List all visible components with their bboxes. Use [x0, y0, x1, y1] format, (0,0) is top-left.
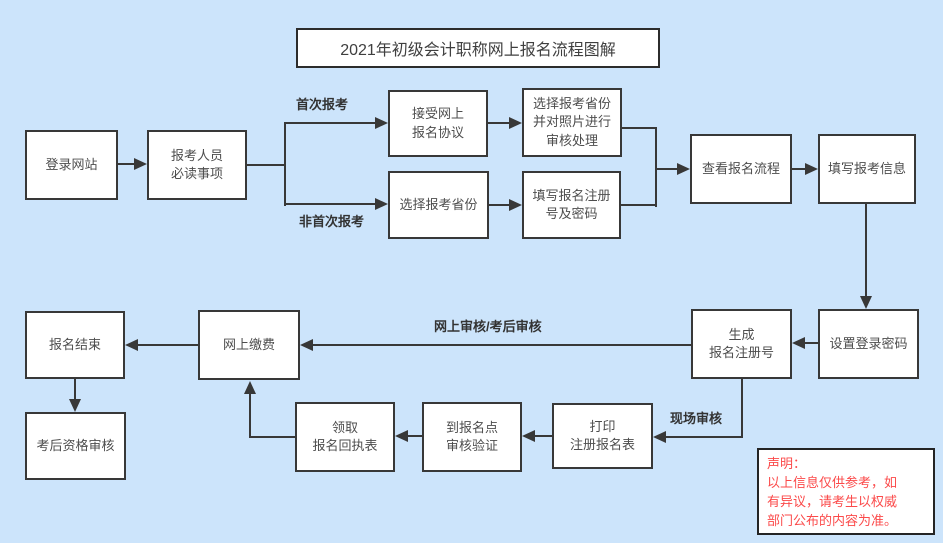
line-branch-to-agreement [284, 122, 376, 124]
node-print-reg-form: 打印 注册报名表 [552, 403, 653, 469]
line-receipt-out [249, 436, 295, 438]
line-province-photo-out [622, 127, 657, 129]
disclaimer-heading: 声明： [767, 456, 807, 471]
line-genreg-to-payment [312, 344, 691, 346]
node-province-photo-check: 选择报考省份 并对照片进行 审核处理 [522, 88, 622, 157]
arrowhead-to-genreg [792, 337, 805, 349]
arrowhead-to-regnumber [509, 199, 522, 211]
edge-label-online-review: 网上审核/考后审核 [434, 319, 542, 334]
line-branch-vertical [284, 122, 286, 206]
line-viewflow-to-fillinfo [792, 168, 806, 170]
disclaimer-box: 声明： 以上信息仅供参考，如 有异议，请考生以权威 部门公布的内容为准。 [757, 448, 935, 535]
node-login-website: 登录网站 [25, 130, 118, 200]
node-set-login-password: 设置登录密码 [818, 309, 919, 379]
node-online-payment: 网上缴费 [198, 310, 300, 380]
line-printform-to-verify [534, 435, 552, 437]
node-reg-number-password: 填写报名注册 号及密码 [522, 171, 621, 239]
disclaimer-body: 以上信息仅供参考，如 有异议，请考生以权威 部门公布的内容为准。 [767, 474, 898, 528]
arrowhead-to-payment [300, 339, 313, 351]
arrowhead-to-province-photo [509, 117, 522, 129]
node-select-province: 选择报考省份 [388, 171, 489, 239]
node-site-verification: 到报名点 审核验证 [422, 402, 522, 472]
node-fill-exam-info: 填写报考信息 [818, 134, 916, 204]
node-get-receipt-form: 领取 报名回执表 [295, 402, 395, 472]
diagram-title: 2021年初级会计职称网上报名流程图解 [296, 28, 660, 68]
edge-label-first-time: 首次报考 [296, 97, 349, 112]
edge-label-onsite-review: 现场审核 [670, 411, 723, 426]
line-genreg-down [741, 379, 743, 438]
line-receipt-up [249, 394, 251, 438]
arrowhead-to-province [375, 198, 388, 210]
node-generate-reg-number: 生成 报名注册号 [691, 309, 792, 379]
line-payment-to-end [137, 344, 198, 346]
line-notice-to-branch [247, 164, 286, 166]
arrowhead-to-end [125, 339, 138, 351]
line-branch-to-province [284, 203, 376, 205]
line-end-to-postcheck [74, 379, 76, 400]
arrowhead-to-viewflow [677, 163, 690, 175]
line-province-to-regnumber [489, 204, 510, 206]
node-registration-end: 报名结束 [25, 311, 125, 379]
line-verify-to-receipt [407, 435, 422, 437]
arrowhead-to-payment-bottom [244, 381, 256, 394]
node-applicant-notice: 报考人员 必读事项 [147, 130, 247, 200]
arrowhead-to-agreement [375, 117, 388, 129]
arrowhead-to-verify [522, 430, 535, 442]
line-fillinfo-to-setpassword [865, 204, 867, 297]
arrowhead-to-printform [653, 431, 666, 443]
node-accept-agreement: 接受网上 报名协议 [388, 90, 488, 157]
line-merge-to-viewflow [655, 168, 678, 170]
arrowhead-login-to-notice [134, 158, 147, 170]
line-login-to-notice [118, 163, 136, 165]
line-agreement-to-province-photo [488, 122, 510, 124]
arrowhead-to-fillinfo [805, 163, 818, 175]
line-merge-vertical [655, 127, 657, 207]
arrowhead-to-postcheck [69, 399, 81, 412]
node-view-flow: 查看报名流程 [690, 134, 792, 204]
line-regnumber-out [621, 204, 656, 206]
edge-label-not-first-time: 非首次报考 [299, 214, 365, 229]
line-to-printform [665, 436, 743, 438]
arrowhead-to-setpassword [860, 296, 872, 309]
node-post-exam-review: 考后资格审核 [25, 412, 126, 480]
line-setpassword-to-genreg [804, 342, 818, 344]
arrowhead-to-receipt [395, 430, 408, 442]
